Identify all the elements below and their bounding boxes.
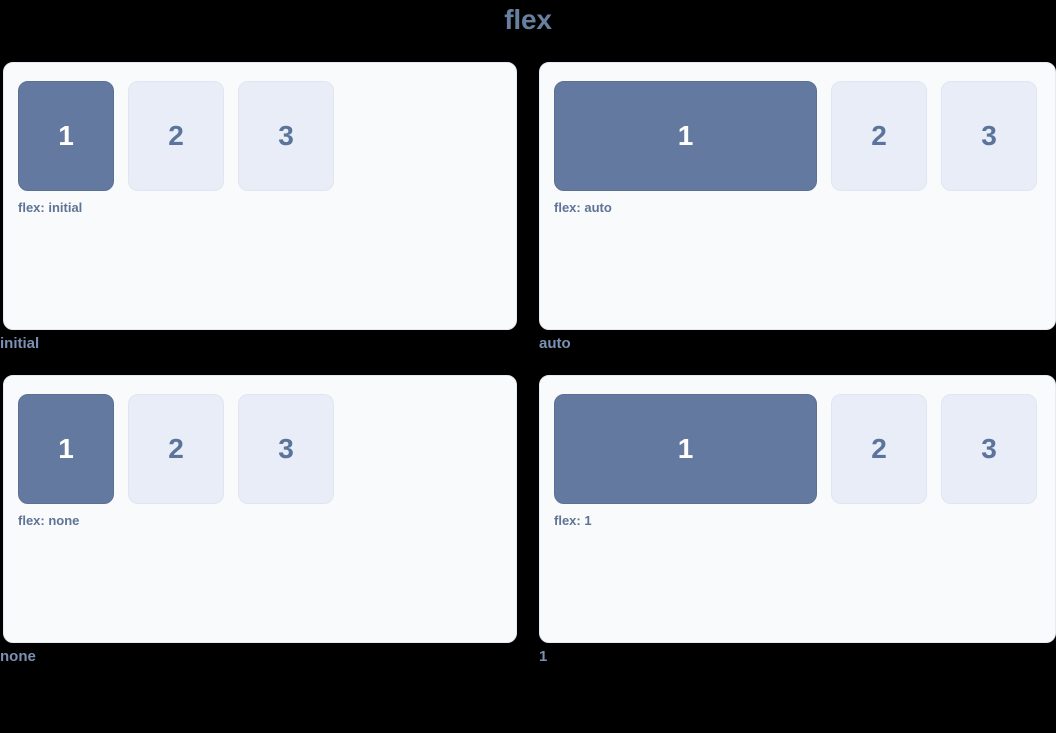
page-title: flex — [504, 4, 552, 35]
flex-note: flex: auto — [554, 200, 612, 215]
demo-block-auto: 1 2 3 flex: auto auto — [539, 62, 1056, 352]
demo-label-none: none — [0, 648, 36, 665]
flex-item-1: 1 — [18, 81, 114, 191]
flex-item-1: 1 — [18, 394, 114, 504]
demo-grid: 1 2 3 flex: initial initial 1 2 3 flex: … — [0, 62, 1056, 665]
flex-item-3: 3 — [941, 81, 1037, 191]
demo-block-none: 1 2 3 flex: none none — [0, 375, 517, 665]
demo-block-one: 1 2 3 flex: 1 1 — [539, 375, 1056, 665]
flex-item-2: 2 — [831, 394, 927, 504]
flex-container-initial: 1 2 3 — [18, 81, 516, 191]
flex-note: flex: none — [18, 513, 80, 528]
flex-item-2: 2 — [128, 81, 224, 191]
flex-item-1: 1 — [554, 394, 817, 504]
flex-note: flex: initial — [18, 200, 83, 215]
demo-label-initial: initial — [0, 335, 40, 352]
flex-item-3: 3 — [238, 81, 334, 191]
demo-card-initial: 1 2 3 flex: initial — [3, 62, 517, 330]
flex-note: flex: 1 — [554, 513, 592, 528]
demo-card-auto: 1 2 3 flex: auto — [539, 62, 1056, 330]
flex-item-1: 1 — [554, 81, 817, 191]
flex-item-3: 3 — [238, 394, 334, 504]
flex-container-none: 1 2 3 — [18, 394, 516, 504]
flex-container-one: 1 2 3 — [554, 394, 1055, 504]
demo-card-none: 1 2 3 flex: none — [3, 375, 517, 643]
flex-item-2: 2 — [128, 394, 224, 504]
demo-block-initial: 1 2 3 flex: initial initial — [0, 62, 517, 352]
flex-item-3: 3 — [941, 394, 1037, 504]
demo-label-auto: auto — [539, 335, 571, 352]
demo-label-one: 1 — [539, 648, 548, 665]
flex-container-auto: 1 2 3 — [554, 81, 1055, 191]
flex-item-2: 2 — [831, 81, 927, 191]
demo-card-one: 1 2 3 flex: 1 — [539, 375, 1056, 643]
